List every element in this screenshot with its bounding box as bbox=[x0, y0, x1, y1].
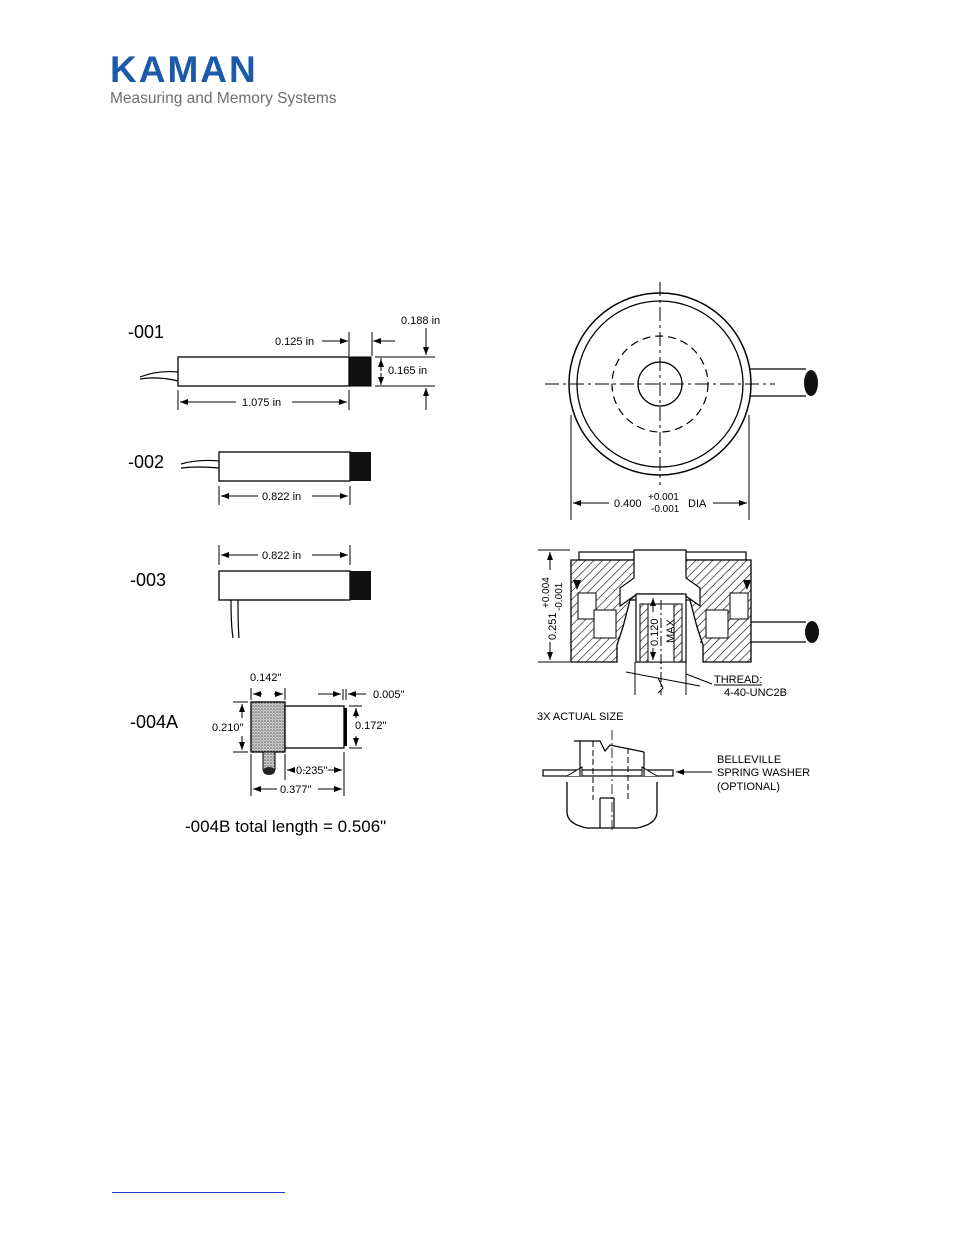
sensor-002-label: -002 bbox=[128, 452, 164, 472]
sensor-001-tip bbox=[348, 356, 372, 387]
thread-value: 4-40-UNC2B bbox=[724, 687, 787, 699]
dim-001-body-length: 1.075 in bbox=[242, 397, 281, 409]
washer-label-line1: BELLEVILLE bbox=[717, 754, 781, 766]
thread-label: THREAD: bbox=[714, 674, 762, 686]
logo-tagline: Measuring and Memory Systems bbox=[110, 90, 337, 107]
washer bbox=[542, 769, 674, 777]
dim-001-diameter: 0.165 in bbox=[388, 365, 427, 377]
dim-004a-body-diameter: 0.172" bbox=[355, 720, 387, 732]
dim-002-body-length: 0.822 in bbox=[262, 491, 301, 503]
dim-004a-head-diameter: 0.210" bbox=[212, 722, 244, 734]
dim-target-tol-plus: +0.001 bbox=[648, 492, 679, 503]
kaman-logo: KAMAN Measuring and Memory Systems bbox=[110, 49, 337, 108]
sensor-002-tip bbox=[350, 452, 371, 481]
target-section-view: 0.251 +0.004 -0.001 0.120 MAX THREAD: 4-… bbox=[537, 549, 819, 723]
footer-rule bbox=[112, 1192, 285, 1193]
dim-section-height: 0.251 bbox=[547, 612, 559, 640]
dim-001-face-length: 0.125 in bbox=[275, 336, 314, 348]
dim-section-depth-suffix: MAX bbox=[665, 619, 677, 644]
dim-004a-head-length: 0.142" bbox=[250, 672, 282, 684]
logo-wordmark: KAMAN bbox=[110, 49, 258, 90]
washer-label-line2: SPRING WASHER bbox=[717, 767, 810, 779]
dim-004a-total-length: 0.377" bbox=[280, 784, 312, 796]
scale-note: 3X ACTUAL SIZE bbox=[537, 711, 623, 723]
washer-view: BELLEVILLE SPRING WASHER (OPTIONAL) bbox=[542, 730, 810, 832]
target-top-view: 0.400 +0.001 -0.001 DIA bbox=[545, 282, 818, 520]
sensor-002-drawing: -002 0.822 in bbox=[128, 451, 371, 505]
sensor-003-label: -003 bbox=[130, 570, 166, 590]
washer-label-line3: (OPTIONAL) bbox=[717, 781, 780, 793]
sensor-004a-body bbox=[284, 705, 345, 749]
dim-target-dia-suffix: DIA bbox=[688, 498, 707, 510]
sensor-003-tip bbox=[350, 571, 371, 600]
sensor-004a-drawing: -004A 0.142" 0.005" 0.210" 0.172" bbox=[130, 672, 405, 796]
dim-target-dia: 0.400 bbox=[614, 498, 642, 510]
sensor-001-body bbox=[177, 356, 350, 387]
dim-004a-body-length: 0.235" bbox=[296, 765, 328, 777]
sensor-004a-label: -004A bbox=[130, 712, 178, 732]
dim-target-tol-minus: -0.001 bbox=[651, 504, 680, 515]
dim-003-body-length: 0.822 in bbox=[262, 550, 301, 562]
dim-004a-gap: 0.005" bbox=[373, 689, 405, 701]
sensor-003-body bbox=[218, 570, 351, 601]
sensor-002-body bbox=[218, 451, 351, 482]
sensor-003-drawing: -003 0.822 in bbox=[130, 545, 371, 639]
sensor-004b-note: -004B total length = 0.506" bbox=[185, 817, 386, 836]
dim-001-tip: 0.188 in bbox=[401, 315, 440, 327]
dim-section-tol-plus: +0.004 bbox=[541, 577, 552, 608]
dim-section-depth: 0.120 bbox=[649, 618, 661, 646]
dim-section-tol-minus: -0.001 bbox=[554, 582, 565, 611]
sensor-001-drawing: -001 0.125 in 0.188 in 0.165 in 1.075 in bbox=[128, 315, 440, 410]
sensor-004a-head bbox=[250, 701, 286, 753]
sensor-001-label: -001 bbox=[128, 322, 164, 342]
